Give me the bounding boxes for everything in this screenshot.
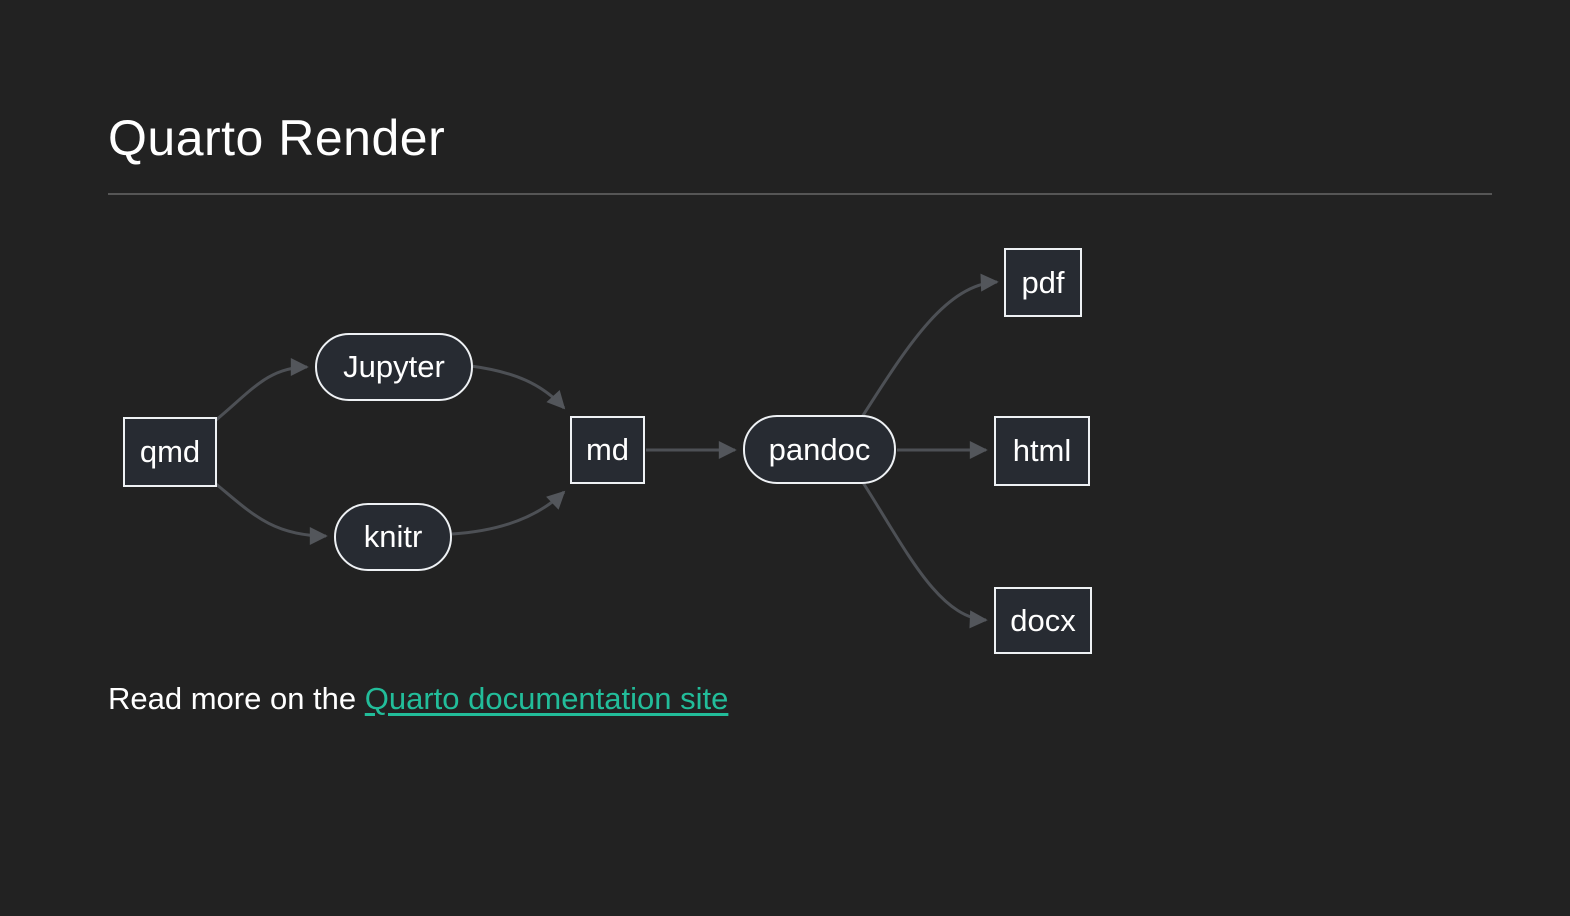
edge-jupyter-to-md <box>470 364 566 410</box>
node-knitr: knitr <box>334 503 452 571</box>
node-jupyter: Jupyter <box>315 333 473 401</box>
edge-qmd-to-knitr <box>215 482 328 545</box>
node-docx-label: docx <box>1010 602 1076 638</box>
edge-knitr-to-md <box>451 490 566 536</box>
node-html-label: html <box>1012 433 1072 468</box>
page-title: Quarto Render <box>108 110 446 166</box>
node-md-label: md <box>585 432 630 467</box>
node-pdf-label: pdf <box>1021 264 1065 300</box>
edge-qmd-to-jupyter <box>215 358 309 422</box>
node-html: html <box>994 416 1090 486</box>
edge-pandoc-to-pdf <box>860 273 999 418</box>
read-more-text: Read more on the Quarto documentation si… <box>108 680 728 719</box>
node-pdf: pdf <box>1004 248 1082 317</box>
node-qmd: qmd <box>123 417 217 487</box>
node-pandoc: pandoc <box>743 415 896 484</box>
node-knitr-label: knitr <box>363 519 423 554</box>
quarto-documentation-link[interactable]: Quarto documentation site <box>364 681 729 716</box>
node-jupyter-label: Jupyter <box>343 349 445 384</box>
node-md: md <box>570 416 645 484</box>
title-divider <box>108 193 1492 195</box>
node-docx: docx <box>994 587 1092 654</box>
node-pandoc-label: pandoc <box>768 431 871 467</box>
read-more-prefix: Read more on the <box>108 681 365 716</box>
node-qmd-label: qmd <box>139 434 201 469</box>
edge-pandoc-to-docx <box>860 480 988 629</box>
